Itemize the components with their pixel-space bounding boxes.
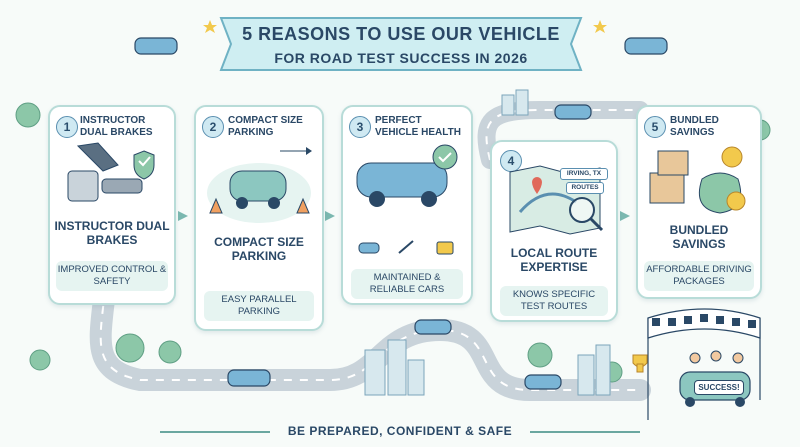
map-tag-routes: ROUTES xyxy=(566,182,604,194)
card-1-subtitle: IMPROVED CONTROL & SAFETY xyxy=(56,261,168,291)
card-3-subtitle: MAINTAINED & RELIABLE CARS xyxy=(351,269,463,299)
maintenance-icons xyxy=(358,240,454,255)
card-1-number: 1 xyxy=(56,116,78,138)
card-2-number: 2 xyxy=(202,116,224,138)
card-3-number: 3 xyxy=(349,116,371,138)
card-5-number: 5 xyxy=(644,116,666,138)
card-5-heading: BUNDLED SAVINGS xyxy=(670,115,719,138)
title-banner: 5 REASONS TO USE OUR VEHICLE FOR ROAD TE… xyxy=(215,12,587,76)
compact-car-parking-icon xyxy=(207,147,312,223)
reason-card-4: 4 IRVING, TX ROUTES LOCAL ROUTE EXPERTIS… xyxy=(490,140,618,322)
reason-card-1: 1 INSTRUCTOR DUAL BRAKES INSTRUCTOR DUAL… xyxy=(48,105,176,305)
banner-ribbon xyxy=(219,17,583,71)
healthy-vehicle-icon xyxy=(356,144,458,207)
card-2-heading: COMPACT SIZE PARKING xyxy=(228,115,303,138)
card-5-subtitle: AFFORDABLE DRIVING PACKAGES xyxy=(644,261,754,291)
card-4-subtitle: KNOWS SPECIFIC TEST ROUTES xyxy=(500,286,608,316)
card-3-heading: PERFECT VEHICLE HEALTH xyxy=(375,115,461,138)
card-2-subtitle: EASY PARALLEL PARKING xyxy=(204,291,314,321)
card-4-title: LOCAL ROUTE EXPERTISE xyxy=(510,246,598,274)
reason-card-2: 2 COMPACT SIZE PARKING COMPACT SIZE PARK… xyxy=(194,105,324,331)
reason-card-5: 5 BUNDLED SAVINGS BUNDLED SAVINGS AFFORD… xyxy=(636,105,762,299)
footer-line-right xyxy=(530,431,640,433)
card-1-title: INSTRUCTOR DUAL BRAKES xyxy=(54,219,170,247)
map-tag-city: IRVING, TX xyxy=(560,168,608,180)
card-1-heading: INSTRUCTOR DUAL BRAKES xyxy=(80,115,153,138)
reason-card-3: 3 PERFECT VEHICLE HEALTH MAINTAINED & RE… xyxy=(341,105,473,305)
card-5-title: BUNDLED SAVINGS xyxy=(669,223,729,251)
footer-line-left xyxy=(160,431,270,433)
savings-package-icon xyxy=(649,146,746,214)
dual-brake-pedals-icon xyxy=(67,142,155,202)
card-2-title: COMPACT SIZE PARKING xyxy=(214,235,304,263)
success-sign: SUCCESS! xyxy=(694,380,744,395)
title-line-2: FOR ROAD TEST SUCCESS IN 2026 xyxy=(274,50,528,66)
footer-tagline: BE PREPARED, CONFIDENT & SAFE xyxy=(287,424,513,438)
title-line-1: 5 REASONS TO USE OUR VEHICLE xyxy=(242,24,560,44)
